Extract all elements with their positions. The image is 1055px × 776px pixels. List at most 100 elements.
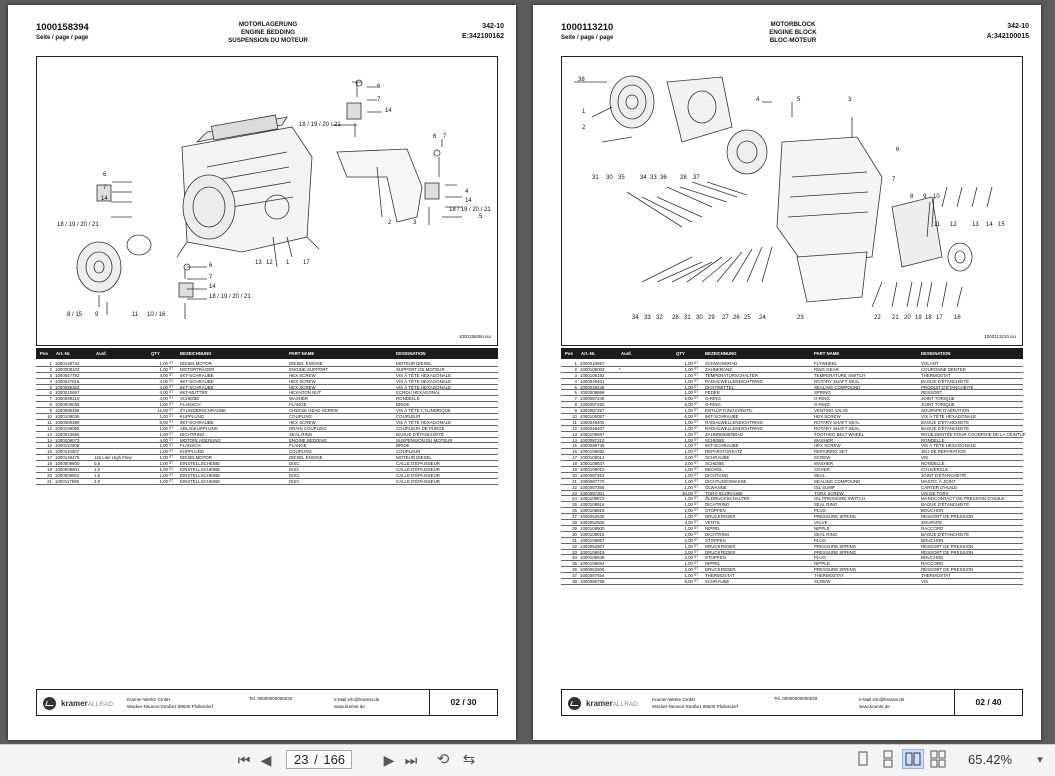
cell-name-fr: SUPPORT DE MOTEUR [396, 366, 445, 372]
callout: 35 [618, 175, 625, 181]
callout: 12 [266, 260, 273, 266]
cell-quantity: 6,00 [684, 396, 693, 402]
callout: 2 [582, 125, 586, 131]
cell-quantity: 1,00 [684, 384, 693, 390]
cell-quantity: 4,00 [159, 378, 168, 384]
cell-name-fr: RESSORT DE PRESSION [921, 549, 974, 555]
zoom-dropdown-icon[interactable]: ▾ [1037, 754, 1043, 766]
cell-name-en: HEX SCREW [289, 378, 316, 384]
cell-name-en: PLUG [814, 537, 826, 543]
callout: 7 [892, 177, 896, 183]
callout: 6 [896, 147, 900, 153]
cell-name-de: DECKEL [705, 467, 723, 473]
cell-pos: 13 [47, 431, 52, 437]
callout: 7 [377, 97, 381, 103]
cell-name-en: HEX SCREW [289, 372, 316, 378]
single-page-view-button[interactable] [852, 749, 874, 769]
cell-quantity: 1,00 [684, 484, 693, 490]
cell-quantity: 4,00 [159, 437, 168, 443]
cell-name-en: ENGINE SUPPORT [289, 366, 329, 372]
cell-name-de: EINSTELLSCHEIBE [180, 467, 221, 473]
brand-logo: kramerALLRAD [61, 699, 113, 708]
cell-article-number: 1000049406 [580, 419, 605, 425]
cell-name-de: ZAHNKRANZ [705, 366, 732, 372]
cell-name-fr: MASTIC À JOINT [921, 478, 956, 484]
cell-pos: 17 [47, 455, 52, 461]
cell-quantity: 1,00 [159, 472, 168, 478]
document-viewer[interactable]: 1000158394 Seite / page / page MOTORLAGE… [0, 0, 1055, 744]
cell-name-fr: BAGUE D'ÉTANCHÉITÉ [921, 378, 970, 384]
cell-quantity: 1,00 [684, 496, 693, 502]
cell-name-fr: VIS [921, 455, 929, 461]
col-en: PART NAME [289, 351, 315, 356]
cell-name-fr: CALLE D'ÉPAISSEUR [396, 472, 440, 478]
cell-quantity: 1,00 [684, 431, 693, 437]
zoom-level[interactable]: 65.42% [968, 752, 1013, 767]
cell-unit: ST [694, 461, 699, 466]
cell-article-number: 1000108919 [580, 549, 605, 555]
cell-name-fr: BOUCHON [921, 555, 944, 561]
cell-name-de: NIPPEL [705, 561, 721, 567]
two-page-continuous-view-button[interactable] [927, 749, 949, 769]
cell-article-number: 1000087365 [580, 484, 605, 490]
callout: 11 [132, 312, 139, 318]
cell-name-de: EINSTELLSCHEIBE [180, 472, 221, 478]
cell-name-en: OIL SUMP [814, 484, 835, 490]
cell-unit: ST [694, 390, 699, 395]
cell-article-number: 1000049436 [580, 384, 605, 390]
page-counter: 02 / 40 [954, 690, 1022, 715]
cell-variant: 115 Liter High Flow [94, 455, 132, 461]
last-page-icon[interactable]: ⏭ [404, 752, 418, 768]
cell-article-number: 1000086758 [580, 578, 605, 584]
cell-quantity: 6,00 [159, 419, 168, 425]
cell-pos: 32 [572, 543, 577, 549]
cell-name-en: RING GEAR [814, 366, 839, 372]
cell-pos: 19 [47, 467, 52, 473]
cell-name-en: NIPPLE [814, 525, 830, 531]
cell-pos: 33 [572, 549, 577, 555]
two-page-view-button[interactable] [902, 749, 924, 769]
cell-name-de: 6KT-SCHRAUBE [180, 378, 214, 384]
cell-name-de: MOTORTRÄGER [180, 366, 215, 372]
cell-name-fr: MANOCONTACT DE PRESSION D'HUILE [921, 496, 1005, 502]
previous-page-icon[interactable]: ◀ [260, 752, 272, 768]
group-number: 342-10 A:342100015 [987, 22, 1029, 42]
cell-variant: 0,5 [94, 461, 101, 467]
col-ausf: Ausf. [96, 351, 107, 356]
cell-pos: 18 [572, 461, 577, 467]
cell-unit: ST [694, 561, 699, 566]
rotate-icon[interactable]: ⟲ [436, 751, 450, 768]
cell-name-en: SCREW [814, 578, 831, 584]
callout: 6 [377, 84, 381, 90]
page-caption: Seite / page / page [36, 35, 89, 41]
first-page-icon[interactable]: ⏮ [237, 752, 251, 768]
cell-unit: ST [694, 414, 699, 419]
cell-article-number: 1000087257 [580, 408, 605, 414]
continuous-view-button[interactable] [877, 749, 899, 769]
cell-article-number: 1000087250 [580, 402, 605, 408]
cell-pos: 11 [47, 419, 52, 425]
cell-unit: ST [694, 578, 699, 583]
cell-quantity: 1,00 [684, 437, 693, 443]
fit-page-icon[interactable]: ⇆ [462, 751, 476, 768]
cell-quantity: 30,00 [682, 490, 693, 496]
cell-name-en: FLANGE [289, 443, 307, 449]
page-number-input[interactable]: 23 / 166 [286, 750, 352, 769]
cell-name-de: DRUCKFEDER [705, 567, 736, 573]
cell-name-de: SCHEIBE [180, 396, 200, 402]
next-page-icon[interactable]: ▶ [383, 752, 395, 768]
cell-article-number: 1000108857 [580, 537, 605, 543]
cell-article-number: 1000108992 [580, 449, 605, 455]
cell-quantity: 8,00 [684, 578, 693, 584]
cell-pos: 15 [572, 443, 577, 449]
cell-article-number: 1000108916 [580, 502, 605, 508]
cell-name-en: DIESEL ENGINE [289, 361, 323, 366]
